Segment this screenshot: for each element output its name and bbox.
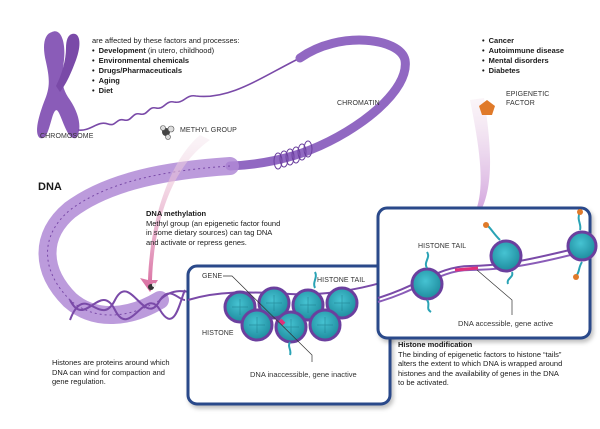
factor-item: Aging bbox=[92, 76, 214, 86]
accessible-pointer bbox=[476, 269, 513, 315]
methyl-group-icon bbox=[160, 125, 175, 140]
histones-note-line: DNA can wind for compaction and bbox=[52, 367, 165, 377]
gene-label: GENE bbox=[202, 273, 223, 280]
chromosome-label: CHROMOSOME bbox=[40, 133, 94, 140]
factor-item: Diet bbox=[92, 86, 214, 96]
methylation-note: DNA methylation Methyl group (an epigene… bbox=[146, 209, 280, 247]
methylation-title: DNA methylation bbox=[146, 209, 207, 218]
diseases-list: Cancer Autoimmune disease Mental disorde… bbox=[482, 36, 564, 76]
dna-thread bbox=[77, 57, 301, 131]
dna-label: DNA bbox=[38, 181, 62, 193]
epigenetic-factor-icon bbox=[479, 100, 495, 115]
factors-list: Development (in utero, childhood) Enviro… bbox=[92, 46, 214, 96]
factor-item: Development (in utero, childhood) bbox=[92, 46, 214, 56]
methylation-body-line: Methyl group (an epigenetic factor found bbox=[146, 218, 281, 228]
histone-mod-line: alters the extent to which DNA is wrappe… bbox=[398, 359, 563, 369]
factor-item: Environmental chemicals bbox=[92, 56, 214, 66]
histone-mod-line: histones and the availability of genes i… bbox=[398, 368, 559, 378]
histones-note-line: gene regulation. bbox=[52, 377, 106, 387]
histones-note-line: Histones are proteins around which bbox=[52, 358, 170, 367]
epigenetic-arrow bbox=[468, 98, 491, 228]
gene-pointer bbox=[223, 275, 313, 362]
dna-accessible-label: DNA accessible, gene active bbox=[458, 319, 554, 328]
factor-item: Drugs/Pharmaceuticals bbox=[92, 66, 214, 76]
chromatin-label: CHROMATIN bbox=[337, 100, 380, 107]
disease-item: Cancer bbox=[482, 36, 564, 46]
histones-note: Histones are proteins around which DNA c… bbox=[52, 358, 170, 387]
epigenetic-factor-label-2: FACTOR bbox=[506, 100, 535, 107]
methyl-group-label: METHYL GROUP bbox=[180, 127, 237, 134]
histone-tail-label-right: HISTONE TAIL bbox=[418, 243, 467, 250]
methyl-tag-icon bbox=[148, 283, 156, 290]
histone-mod-line: to be activated. bbox=[398, 378, 449, 388]
histone-mod-line: The binding of epigenetic factors to his… bbox=[398, 349, 562, 359]
chromosome-icon bbox=[37, 31, 80, 139]
histone-modification-note: Histone modification The binding of epig… bbox=[398, 340, 562, 388]
disease-item: Autoimmune disease bbox=[482, 46, 564, 56]
open-chromatin-box bbox=[376, 206, 592, 340]
histone-label: HISTONE bbox=[202, 330, 234, 337]
epigenetic-factor-label-1: EPIGENETIC bbox=[506, 91, 550, 98]
methylation-body-line: in some dietary sources) can tag DNA bbox=[146, 228, 273, 238]
dna-inaccessible-label: DNA inaccessible, gene inactive bbox=[250, 370, 357, 379]
open-histones bbox=[410, 230, 598, 301]
histone-mod-title: Histone modification bbox=[398, 340, 473, 349]
factors-intro: are affected by these factors and proces… bbox=[92, 36, 240, 45]
disease-item: Mental disorders bbox=[482, 56, 564, 66]
chromatin-coils bbox=[273, 140, 313, 170]
histone-tail-label-left: HISTONE TAIL bbox=[317, 277, 366, 284]
histone-cluster bbox=[223, 271, 359, 356]
disease-item: Diabetes bbox=[482, 66, 564, 76]
methylation-body-line: and activate or repress genes. bbox=[146, 237, 247, 247]
